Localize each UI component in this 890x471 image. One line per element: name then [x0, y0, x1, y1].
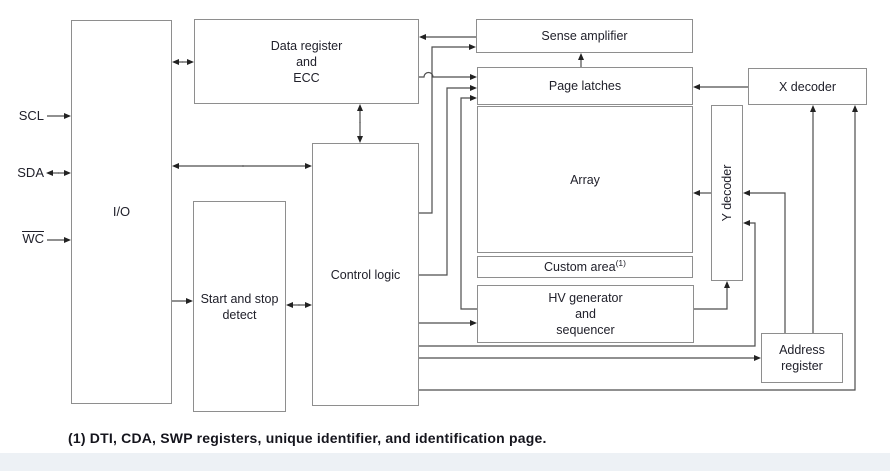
- block-sense-amplifier-label: Sense amplifier: [541, 29, 628, 43]
- block-data-register-ecc: Data register and ECC: [194, 19, 419, 104]
- signal-label-sda: SDA: [0, 166, 44, 180]
- block-address-register: Address register: [761, 333, 843, 383]
- block-page-latches: Page latches: [477, 67, 693, 105]
- block-x-decoder: X decoder: [748, 68, 867, 105]
- conn-ctrl-to-pagelatches: [419, 85, 477, 276]
- block-array: Array: [477, 106, 693, 253]
- signal-label-wc-inverted: WC: [0, 231, 44, 246]
- block-array-label: Array: [570, 172, 600, 187]
- block-y-decoder: Y decoder: [711, 105, 743, 281]
- conn-ctrl-to-senseamp: [419, 44, 476, 214]
- block-custom-area: Custom area(1): [477, 256, 693, 278]
- sda-text: SDA: [17, 165, 44, 180]
- block-page-latches-label: Page latches: [548, 79, 622, 93]
- block-start-stop-detect: Start and stop detect: [193, 201, 286, 412]
- block-custom-area-label: Custom area(1): [544, 259, 626, 275]
- signal-label-scl: SCL: [0, 109, 44, 123]
- wc-text: WC: [22, 231, 44, 246]
- conn-addrreg-to-ydec: [743, 190, 786, 333]
- custom-area-note-ref: (1): [615, 257, 626, 268]
- conn-ctrl-to-xdec: [419, 105, 858, 391]
- block-data-register-ecc-label: Data register and ECC: [270, 38, 343, 85]
- block-control-logic: Control logic: [312, 143, 419, 406]
- conn-hvgen-to-pagelatches: [460, 95, 477, 310]
- block-io-label: I/O: [112, 204, 131, 219]
- footnote: (1) DTI, CDA, SWP registers, unique iden…: [68, 430, 547, 446]
- block-io: I/O: [71, 20, 172, 404]
- scl-text: SCL: [18, 108, 44, 123]
- block-control-logic-label: Control logic: [330, 267, 401, 282]
- conn-ctrl-to-ydec: [419, 220, 756, 347]
- block-sense-amplifier: Sense amplifier: [476, 19, 693, 53]
- conn-hvgen-to-ydec: [694, 281, 730, 310]
- custom-area-text: Custom area: [544, 260, 616, 274]
- conn-datareg-to-pagelatches: [419, 71, 477, 80]
- block-address-register-label: Address register: [779, 343, 825, 373]
- bottom-tint-band: [0, 453, 890, 471]
- block-start-stop-detect-label: Start and stop detect: [200, 291, 279, 322]
- block-hv-generator-sequencer: HV generator and sequencer: [477, 285, 694, 343]
- block-x-decoder-label: X decoder: [779, 79, 836, 94]
- block-hv-generator-label: HV generator and sequencer: [548, 291, 623, 337]
